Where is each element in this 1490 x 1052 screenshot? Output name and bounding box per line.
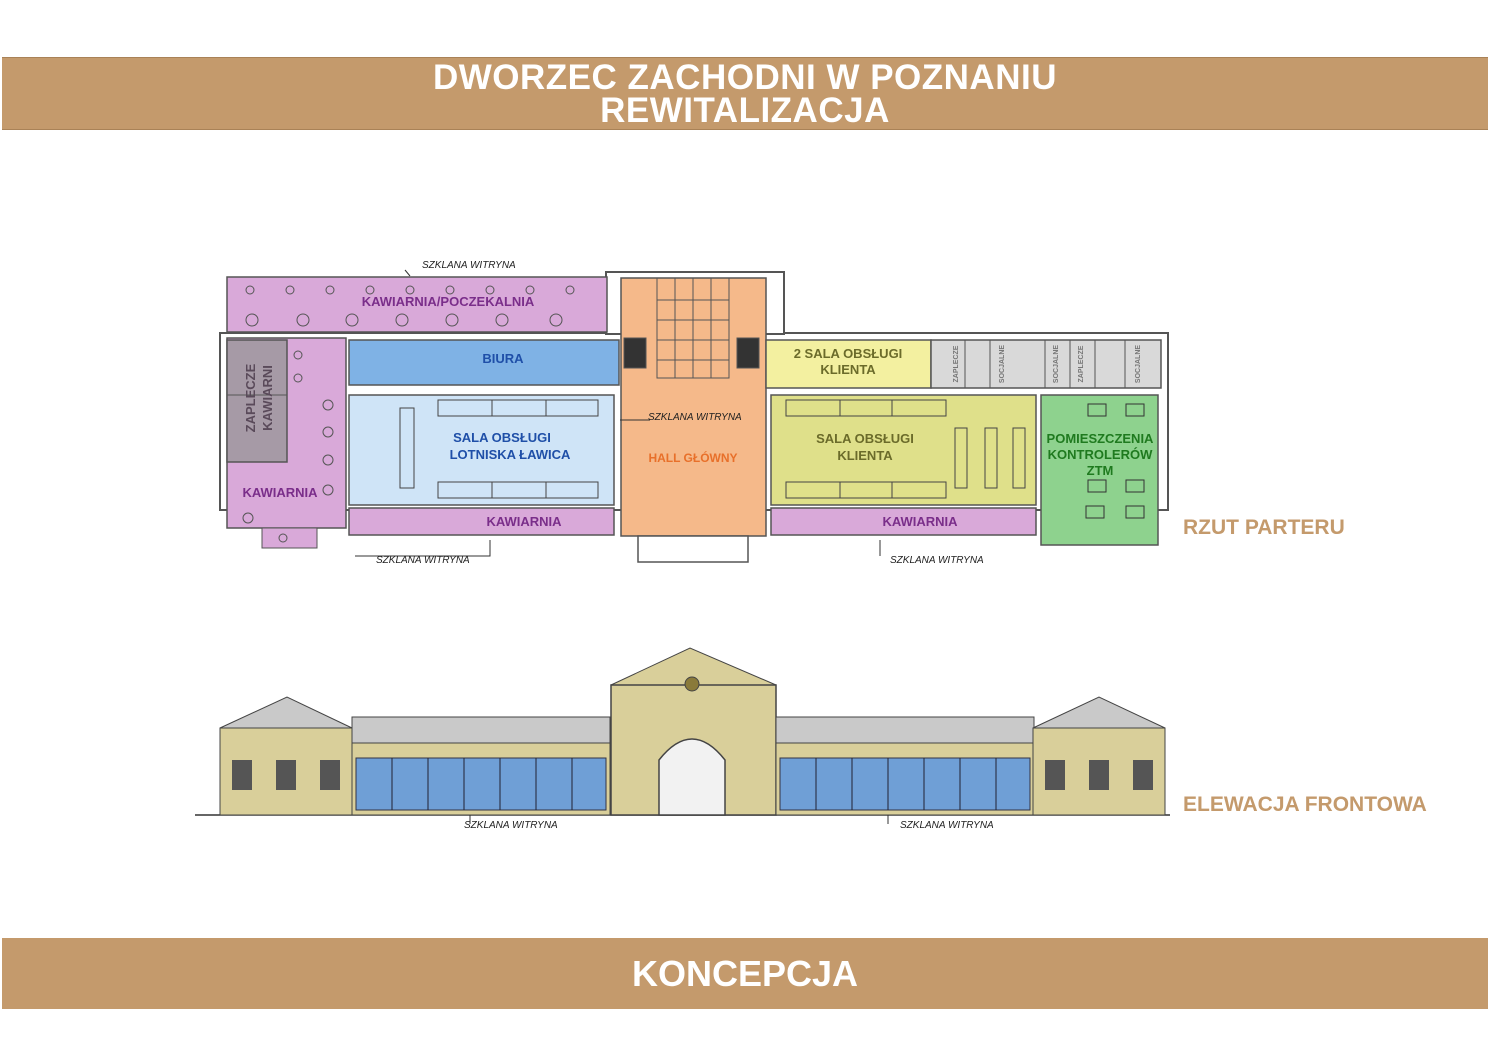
room-cafe-bottom-left [348, 507, 615, 536]
label-controllers-3: ZTM [1087, 463, 1114, 478]
portal-arch-door [658, 738, 726, 816]
room-social-block [930, 339, 1162, 389]
room-offices [348, 339, 620, 386]
label-cafe-backroom-2: KAWIARNI [260, 365, 275, 431]
left-window-1 [232, 760, 252, 790]
portal-clock [684, 676, 700, 692]
left-window-2 [276, 760, 296, 790]
footer-band: KONCEPCJA [2, 938, 1488, 1009]
left-roof [219, 696, 353, 729]
label-airport-hall-1: SALA OBSŁUGI [453, 430, 551, 445]
front-elevation: SZKLANA WITRYNA SZKLANA WITRYNA [195, 647, 1170, 831]
label-airport-hall-2: LOTNISKA ŁAWICA [450, 447, 571, 462]
glass-leaders [355, 269, 881, 557]
label-cafe-waiting: KAWIARNIA/POCZEKALNIA [362, 294, 535, 309]
glass-label-hall: SZKLANA WITRYNA [648, 412, 742, 423]
right-window-1 [1045, 760, 1065, 790]
room-airport-hall [348, 394, 615, 506]
label-controllers-1: POMIESZCZENIA [1047, 431, 1155, 446]
label-cafe-backroom-1: ZAPLECZE [243, 363, 258, 432]
label-social-1: SOCJALNE [999, 345, 1006, 383]
airport-desks [399, 399, 599, 499]
hall-entrance-porch [637, 535, 749, 563]
left-glass-mullions [391, 758, 573, 810]
right-roof [1032, 696, 1166, 729]
label-cafe-bottom-right: KAWIARNIA [882, 514, 958, 529]
header-band: DWORZEC ZACHODNI W POZNANIU REWITALIZACJ… [2, 57, 1488, 130]
elevation-view-label: ELEWACJA FRONTOWA [1183, 793, 1427, 816]
label-main-hall: HALL GŁÓWNY [648, 450, 737, 465]
label-back-1: ZAPLECZE [953, 345, 960, 382]
elev-glass-label-right: SZKLANA WITRYNA [900, 820, 994, 831]
label-service-2-2: KLIENTA [820, 362, 876, 377]
cafe-tables-left [242, 350, 334, 543]
label-offices: BIURA [482, 351, 524, 366]
room-service [770, 394, 1037, 506]
header-title: DWORZEC ZACHODNI W POZNANIU [432, 58, 1057, 97]
label-service-2: KLIENTA [837, 448, 893, 463]
label-social-2: SOCJALNE [1053, 345, 1060, 383]
glass-label-bottom-left: SZKLANA WITRYNA [376, 555, 470, 566]
label-controllers-2: KONTROLERÓW [1048, 447, 1153, 462]
right-wing-roof [775, 716, 1035, 744]
label-back-2: ZAPLECZE [1078, 345, 1085, 382]
left-glass-facade [355, 757, 607, 811]
social-partitions [964, 340, 1126, 388]
room-service-2 [765, 339, 932, 389]
left-wing-roof [351, 716, 611, 744]
right-glass-facade [779, 757, 1031, 811]
glass-label-bottom-right: SZKLANA WITRYNA [890, 555, 984, 566]
right-window-2 [1089, 760, 1109, 790]
left-window-3 [320, 760, 340, 790]
right-window-3 [1133, 760, 1153, 790]
elev-glass-label-left: SZKLANA WITRYNA [464, 820, 558, 831]
footer-title: KONCEPCJA [631, 953, 859, 994]
room-cafe-waiting [226, 276, 608, 333]
service-desks [785, 399, 1026, 499]
label-cafe-left: KAWIARNIA [242, 485, 318, 500]
cafe-tables-top [245, 285, 575, 327]
label-service-1: SALA OBSŁUGI [816, 431, 914, 446]
label-cafe-bottom-left: KAWIARNIA [486, 514, 562, 529]
floor-plan: SZKLANA WITRYNA SZKLANA WITRYNA SZKLANA … [219, 260, 1169, 566]
glass-label-top: SZKLANA WITRYNA [422, 260, 516, 271]
controller-desks [1085, 403, 1145, 519]
room-controllers [1040, 394, 1159, 546]
label-service-2-1: 2 SALA OBSŁUGI [794, 346, 903, 361]
cafe-left-annex [261, 527, 318, 549]
room-cafe-bottom-right [770, 507, 1037, 536]
label-social-3: SOCJALNE [1135, 345, 1142, 383]
room-cafe-backroom [226, 339, 288, 463]
header-subtitle: REWITALIZACJA [600, 91, 890, 130]
right-glass-mullions [815, 758, 997, 810]
plan-view-label: RZUT PARTERU [1183, 516, 1345, 539]
hall-stairs [623, 277, 760, 379]
